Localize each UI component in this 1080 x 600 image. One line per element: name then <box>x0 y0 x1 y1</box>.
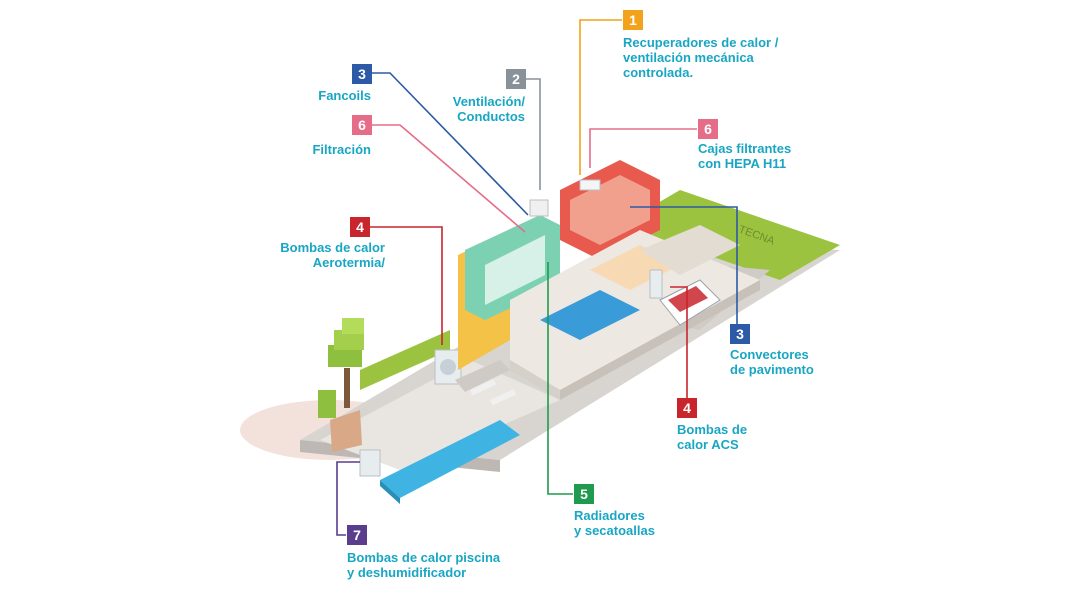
oven <box>330 410 362 452</box>
tree <box>328 345 362 367</box>
badge-5: 5 <box>574 484 594 504</box>
label-ventilacion: Ventilación/ Conductos <box>452 94 525 124</box>
label-piscina: Bombas de calor piscina y deshumidificad… <box>347 550 501 580</box>
label-aerotermia: Bombas de calor Aerotermia/ <box>280 240 385 270</box>
label-cajas-filtrantes: Cajas filtrantes con HEPA H11 <box>698 141 792 171</box>
leader-5 <box>547 262 573 495</box>
badge-6-cajas: 6 <box>698 119 718 139</box>
grass-strip <box>620 190 840 280</box>
leader-3b <box>630 206 738 333</box>
kitchen <box>540 290 640 340</box>
leader-7 <box>336 461 360 536</box>
shrub <box>318 390 336 418</box>
leader-lines <box>336 19 738 536</box>
label-fancoils: Fancoils <box>318 88 371 103</box>
heat-recovery-unit <box>579 179 601 191</box>
leader-4a <box>370 226 443 345</box>
leader-6a <box>372 124 526 233</box>
badge-7: 7 <box>347 525 367 545</box>
ventilation-unit <box>529 199 549 217</box>
leader-6b <box>589 128 697 168</box>
badge-4-aerotermia: 4 <box>350 217 370 237</box>
badge-3-fancoils: 3 <box>352 64 372 84</box>
label-acs: Bombas de calor ACS <box>677 422 748 452</box>
label-recuperadores: Recuperadores de calor / ventilación mec… <box>623 35 779 80</box>
label-convectores: Convectores de pavimento <box>730 347 814 377</box>
leader-1 <box>579 19 622 175</box>
leader-2 <box>526 78 541 190</box>
leader-3a <box>372 72 529 216</box>
pool-heat-pump <box>359 449 381 477</box>
leader-4b <box>670 286 688 398</box>
badge-3-convectores: 3 <box>730 324 750 344</box>
badge-4-acs: 4 <box>677 398 697 418</box>
acs-heat-pump <box>649 269 663 299</box>
badge-6-filtracion: 6 <box>352 115 372 135</box>
swimming-pool <box>380 420 520 498</box>
badge-2: 2 <box>506 69 526 89</box>
label-filtracion: Filtración <box>312 142 371 157</box>
label-radiadores: Radiadores y secatoallas <box>574 508 655 538</box>
garden-hedge <box>360 330 450 390</box>
badge-1: 1 <box>623 10 643 30</box>
terrace <box>320 360 560 470</box>
